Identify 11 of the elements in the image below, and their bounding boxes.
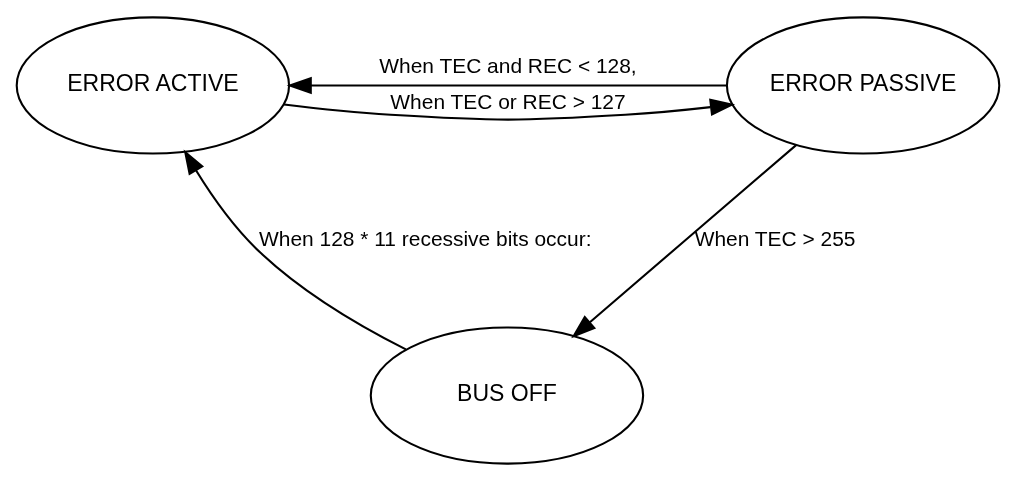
node-ellipse: ERROR PASSIVE [725, 16, 1001, 155]
node-ellipse: ERROR ACTIVE [15, 16, 291, 155]
arrow [286, 76, 727, 95]
arrow [283, 98, 736, 121]
arrow [183, 149, 407, 351]
arrow [571, 144, 797, 339]
edge-label: When TEC > 255 [694, 226, 856, 250]
node-ellipse: BUS OFF [369, 326, 645, 465]
edge-label: When 128 * 11 recessive bits occur: [259, 226, 592, 250]
edge-label: When TEC and REC < 128, [379, 53, 637, 77]
edge-label: When TEC or REC > 127 [390, 89, 626, 113]
